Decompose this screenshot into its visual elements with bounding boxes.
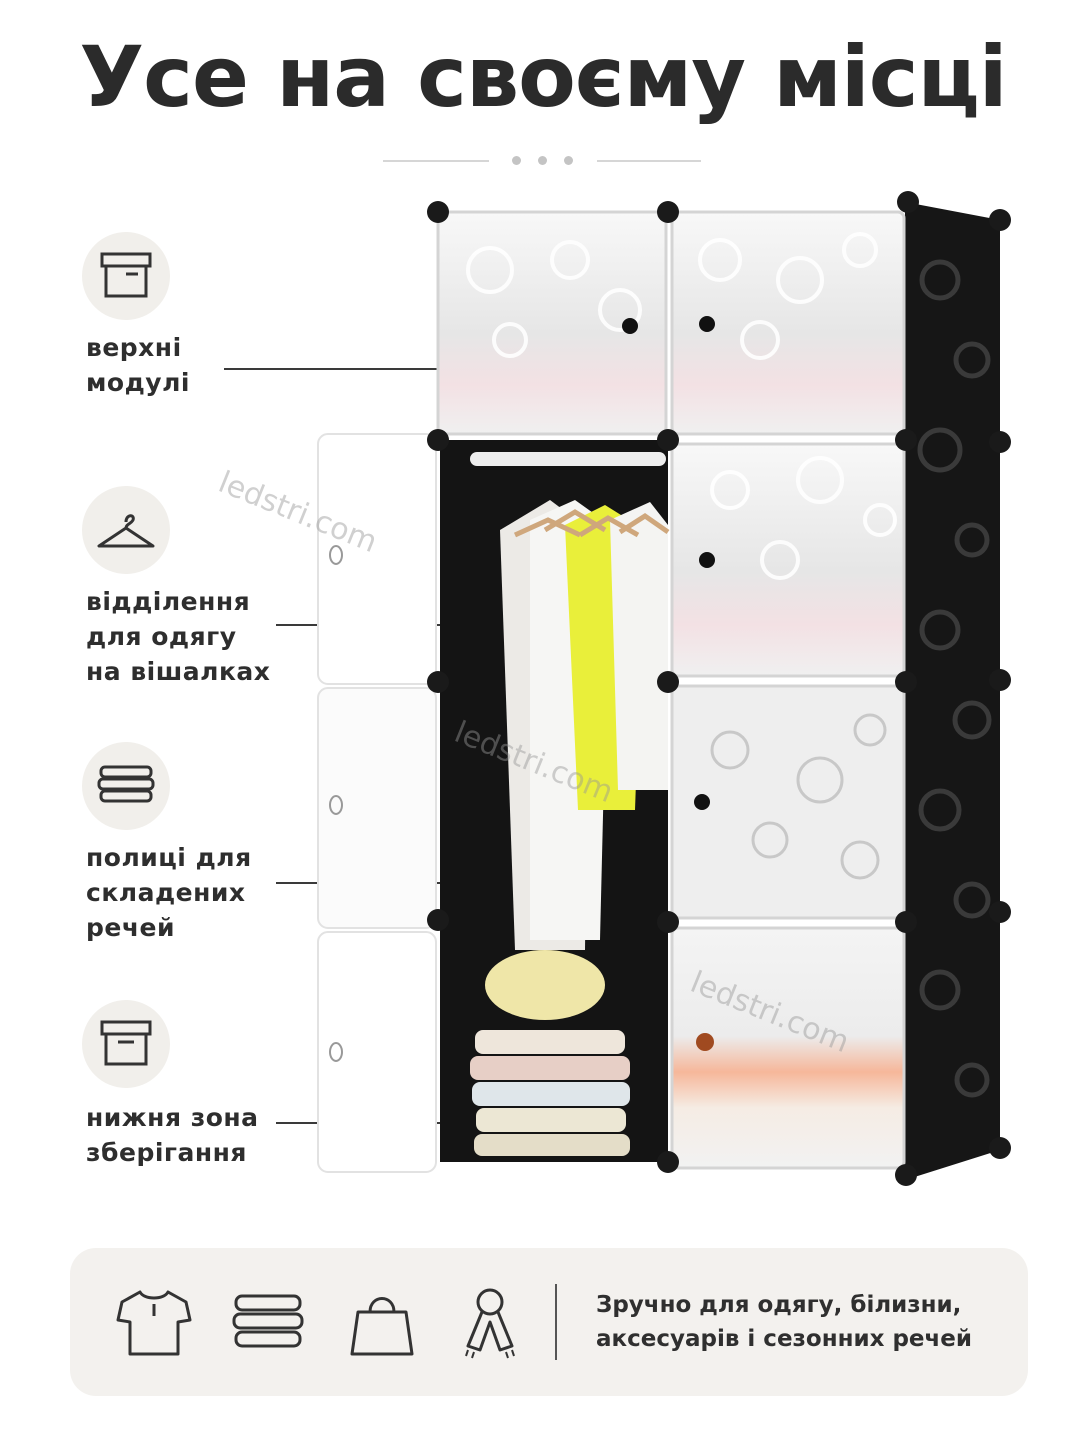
divider-dot — [512, 156, 521, 165]
hanger-icon — [82, 486, 170, 574]
title-divider-left — [383, 160, 489, 162]
scarf-icon — [450, 1286, 530, 1360]
page-title: Усе на своєму місці — [79, 28, 1007, 126]
divider-dot — [564, 156, 573, 165]
bar-description: Зручно для одягу, білизни,аксесуарів і с… — [596, 1292, 973, 1352]
wardrobe-illustration — [317, 191, 1011, 1186]
title-divider-right — [597, 160, 701, 162]
storage-box-icon — [82, 1000, 170, 1088]
bar-separator — [555, 1284, 557, 1360]
storage-box-icon — [82, 232, 170, 320]
divider-dot — [538, 156, 547, 165]
leader-line — [224, 368, 490, 370]
folded-laundry-icon — [228, 1286, 308, 1360]
bottom-info-bar: Зручно для одягу, білизни,аксесуарів і с… — [70, 1248, 1028, 1396]
folded-clothes-icon — [82, 742, 170, 830]
handbag-icon — [342, 1286, 422, 1360]
tshirt-icon — [114, 1286, 194, 1360]
